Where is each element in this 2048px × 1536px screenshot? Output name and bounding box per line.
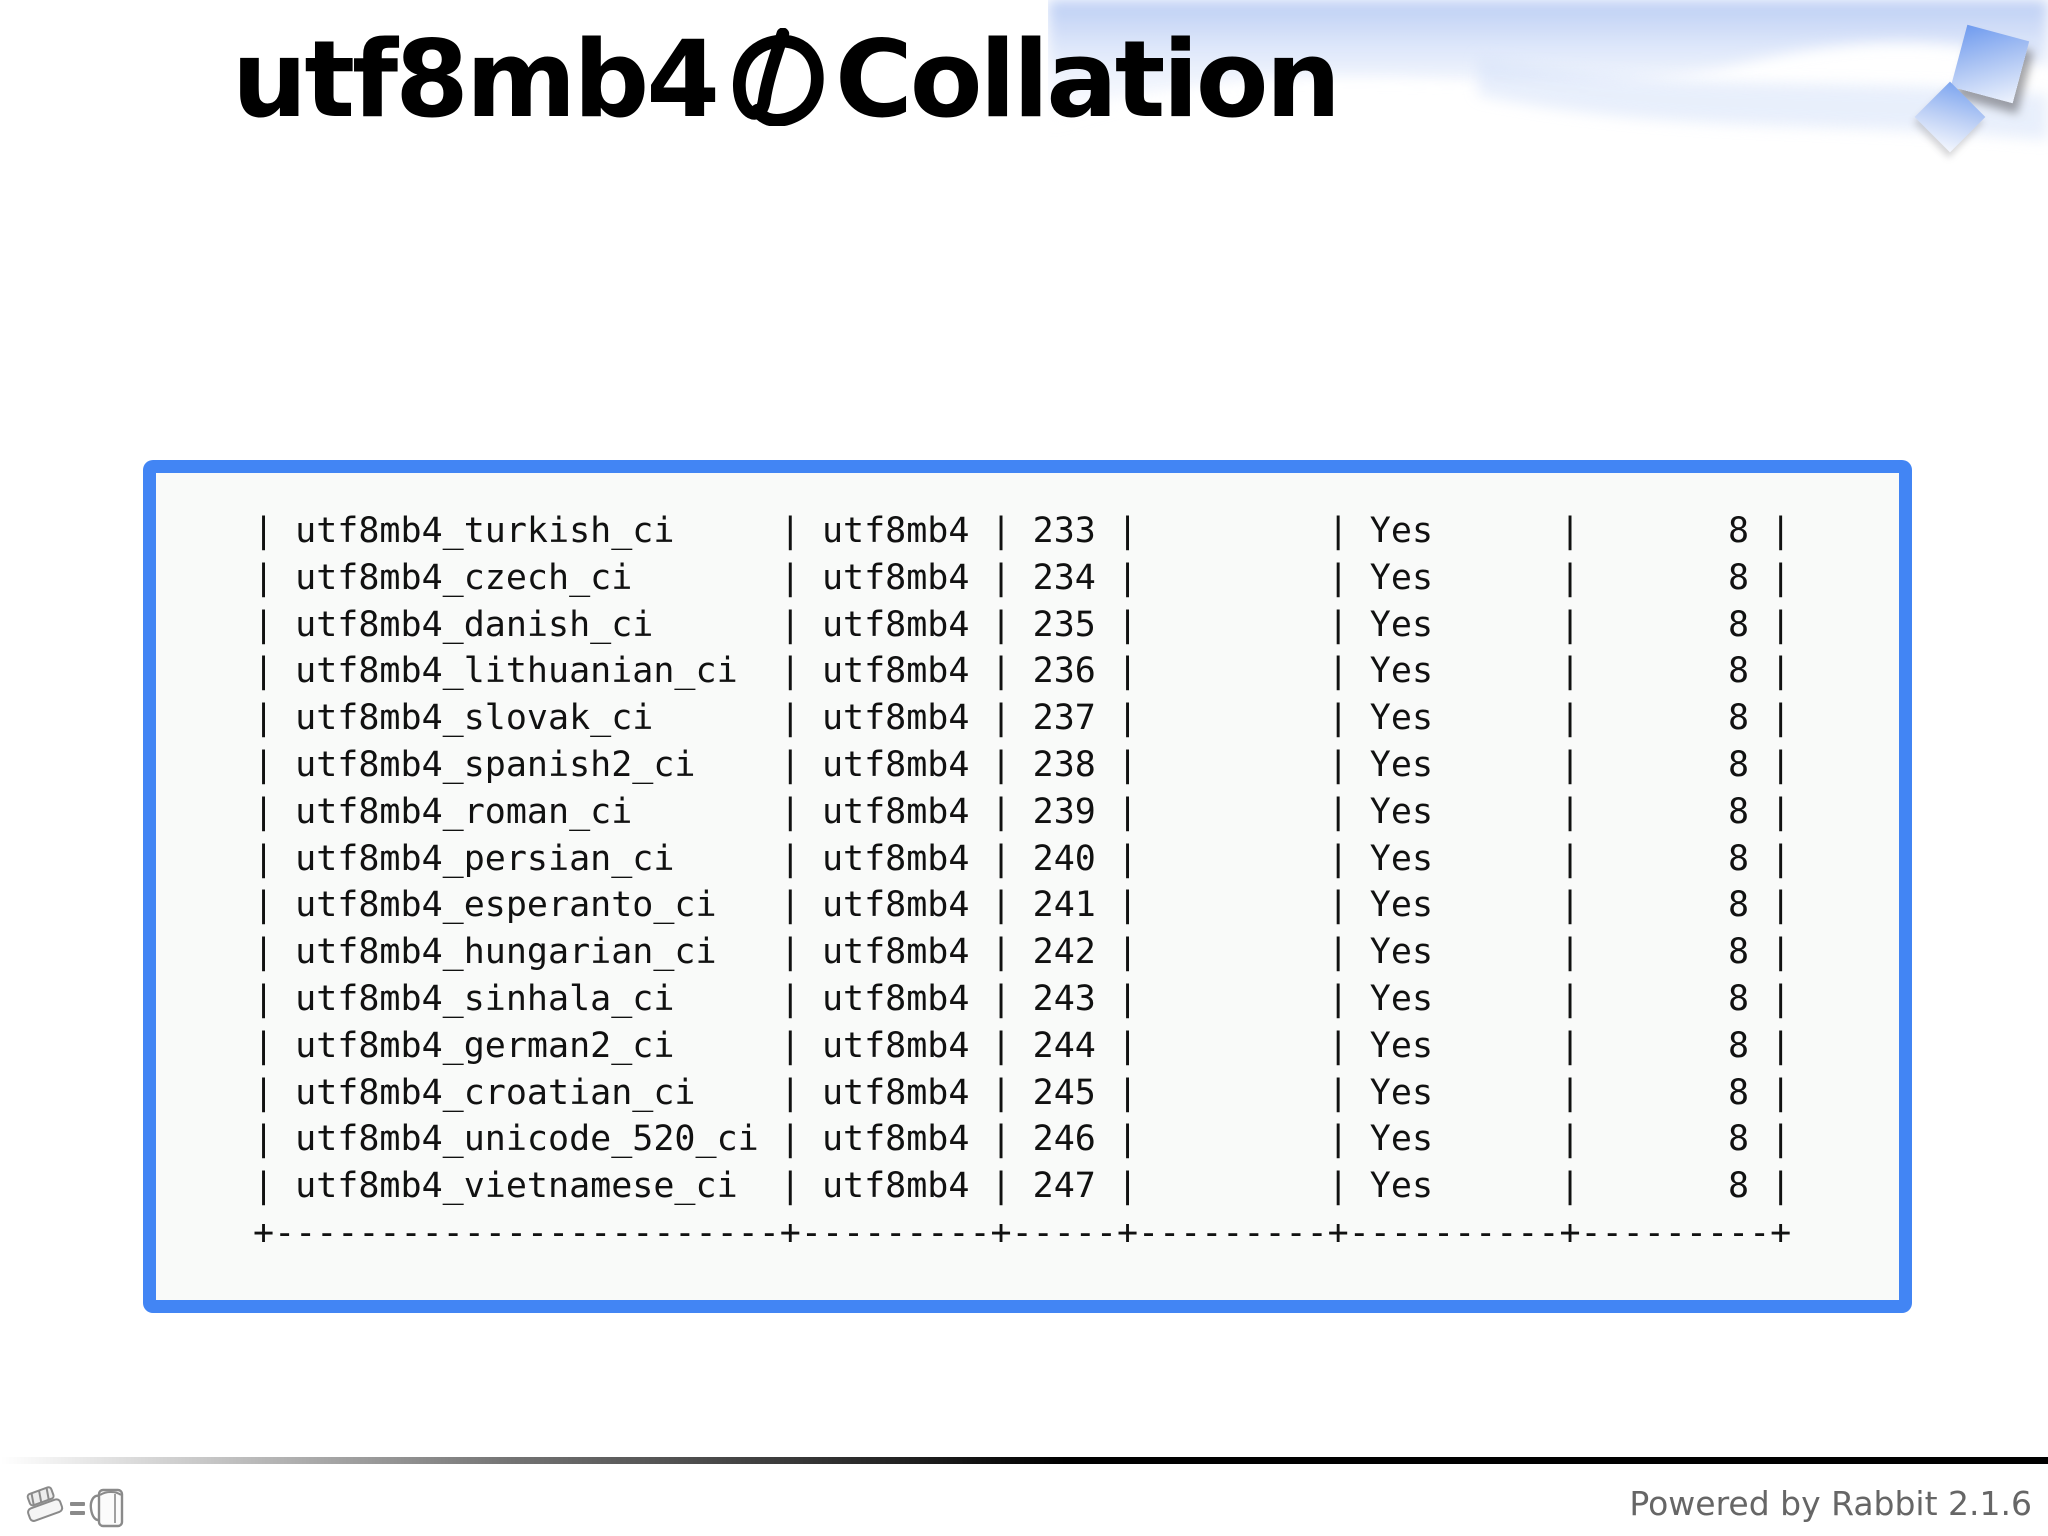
hiragana-no-glyph [733,28,824,126]
deco-square-icon [1914,81,1986,153]
collation-result-box: | utf8mb4_turkish_ci | utf8mb4 | 233 | |… [143,460,1912,1313]
title-text-right: Collation [834,18,1341,141]
page-title: utf8mb4 Collation [0,18,1570,141]
sushi-icon [26,1486,64,1522]
equals-icon [70,1502,85,1515]
footer-divider [0,1457,2048,1464]
footer-icons [26,1486,124,1528]
beer-mug-icon [89,1488,124,1528]
deco-square-icon [1950,24,2030,104]
title-text-left: utf8mb4 [231,18,720,141]
collation-output: | utf8mb4_turkish_ci | utf8mb4 | 233 | |… [253,511,1792,1253]
powered-by-label: Powered by Rabbit 2.1.6 [1629,1484,2032,1523]
